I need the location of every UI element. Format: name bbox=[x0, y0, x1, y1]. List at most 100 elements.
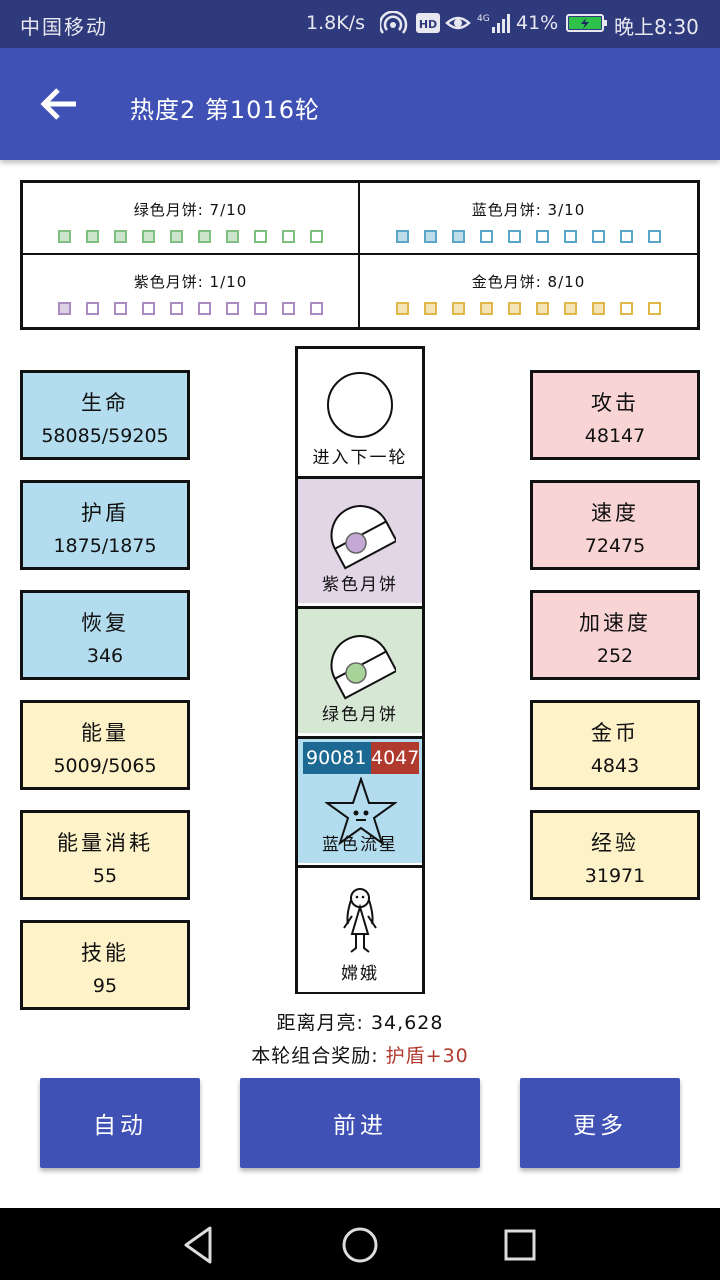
progress-square-empty bbox=[86, 302, 99, 315]
reward-label: 本轮组合奖励: bbox=[251, 1045, 386, 1067]
stat-coins: 金币 4843 bbox=[530, 700, 700, 790]
purple-mooncake-label: 紫色月饼: 1/10 bbox=[133, 273, 248, 291]
stat-coins-value: 4843 bbox=[590, 755, 640, 777]
stat-energy-value: 5009/5065 bbox=[53, 755, 157, 777]
stat-acceleration-value: 252 bbox=[596, 645, 634, 667]
progress-square-filled bbox=[114, 230, 127, 243]
progress-square-filled bbox=[58, 230, 71, 243]
nav-back-icon[interactable] bbox=[178, 1224, 220, 1266]
green-mooncake-label: 绿色月饼: 7/10 bbox=[133, 201, 248, 219]
progress-square-empty bbox=[254, 302, 267, 315]
progress-square-empty bbox=[282, 302, 295, 315]
progress-square-empty bbox=[114, 302, 127, 315]
stat-attack-name: 攻击 bbox=[591, 391, 639, 415]
stat-recovery-value: 346 bbox=[86, 645, 124, 667]
gold-mooncake-dots bbox=[360, 302, 697, 315]
forward-button[interactable]: 前进 bbox=[240, 1078, 480, 1168]
stat-acceleration: 加速度 252 bbox=[530, 590, 700, 680]
gold-mooncake-progress: 金色月饼: 8/10 bbox=[360, 255, 697, 327]
blue-meteor-label: 蓝色流星 bbox=[322, 835, 398, 855]
meteor-star-icon bbox=[325, 777, 397, 846]
stat-life: 生命 58085/59205 bbox=[20, 370, 190, 460]
hotspot-icon bbox=[380, 11, 408, 34]
progress-square-empty bbox=[226, 302, 239, 315]
signal-icon: 4G bbox=[477, 14, 510, 33]
stat-skill-value: 95 bbox=[92, 975, 118, 997]
progress-square-empty bbox=[480, 230, 493, 243]
battery-percent: 41% bbox=[516, 12, 559, 34]
progress-square-empty bbox=[564, 230, 577, 243]
progress-square-filled bbox=[170, 230, 183, 243]
nav-recents-icon[interactable] bbox=[499, 1224, 541, 1266]
purple-mooncake-dots bbox=[23, 302, 358, 315]
progress-square-filled bbox=[58, 302, 71, 315]
network-speed: 1.8K/s bbox=[306, 12, 365, 34]
green-mooncake-cell[interactable]: 绿色月饼 bbox=[298, 606, 422, 733]
blue-mooncake-label: 蓝色月饼: 3/10 bbox=[471, 201, 586, 219]
moon-circle-icon bbox=[327, 372, 393, 438]
hd-icon: HD bbox=[416, 13, 440, 33]
game-track-column: 进入下一轮 紫色月饼 绿色月饼 90081 4047 bbox=[295, 346, 425, 994]
player-cell: 嫦娥 bbox=[298, 865, 422, 992]
clock: 晚上8:30 bbox=[614, 15, 699, 39]
change-figure-icon bbox=[343, 888, 377, 953]
distance-to-moon: 距离月亮: 34,628 bbox=[276, 1012, 444, 1034]
progress-square-filled bbox=[424, 230, 437, 243]
auto-button[interactable]: 自动 bbox=[40, 1078, 200, 1168]
stat-shield-value: 1875/1875 bbox=[53, 535, 157, 557]
progress-square-filled bbox=[142, 230, 155, 243]
stat-shield: 护盾 1875/1875 bbox=[20, 480, 190, 570]
progress-square-empty bbox=[142, 302, 155, 315]
more-button[interactable]: 更多 bbox=[520, 1078, 680, 1168]
stat-recovery-name: 恢复 bbox=[81, 611, 129, 635]
progress-square-filled bbox=[536, 302, 549, 315]
progress-square-filled bbox=[396, 230, 409, 243]
progress-square-filled bbox=[226, 230, 239, 243]
stat-life-name: 生命 bbox=[81, 391, 129, 415]
stat-energy-cost-value: 55 bbox=[92, 865, 118, 887]
green-mooncake-progress: 绿色月饼: 7/10 bbox=[23, 183, 360, 255]
next-round-label: 进入下一轮 bbox=[312, 448, 408, 468]
progress-square-empty bbox=[198, 302, 211, 315]
mooncake-progress-grid: 绿色月饼: 7/10 蓝色月饼: 3/10 紫色月饼: 1/10 金色月饼: 8… bbox=[20, 180, 700, 330]
stat-energy-cost-name: 能量消耗 bbox=[57, 831, 153, 855]
progress-square-empty bbox=[282, 230, 295, 243]
stat-skill: 技能 95 bbox=[20, 920, 190, 1010]
progress-square-empty bbox=[170, 302, 183, 315]
nav-home-icon[interactable] bbox=[339, 1224, 381, 1266]
progress-square-filled bbox=[480, 302, 493, 315]
meteor-hp-bar: 90081 bbox=[303, 742, 371, 774]
progress-square-filled bbox=[86, 230, 99, 243]
app-bar: 热度2 第1016轮 bbox=[0, 48, 720, 160]
meteor-damage-bar: 4047 bbox=[371, 742, 419, 774]
progress-square-empty bbox=[648, 230, 661, 243]
green-mooncake-icon bbox=[330, 635, 396, 700]
progress-square-empty bbox=[536, 230, 549, 243]
stat-coins-name: 金币 bbox=[591, 721, 639, 745]
progress-square-filled bbox=[452, 302, 465, 315]
progress-square-filled bbox=[424, 302, 437, 315]
stat-energy-cost: 能量消耗 55 bbox=[20, 810, 190, 900]
svg-text:HD: HD bbox=[419, 18, 437, 31]
stat-energy: 能量 5009/5065 bbox=[20, 700, 190, 790]
progress-square-filled bbox=[564, 302, 577, 315]
next-round-cell[interactable]: 进入下一轮 bbox=[298, 349, 422, 476]
progress-square-empty bbox=[310, 302, 323, 315]
green-mooncake-cell-label: 绿色月饼 bbox=[322, 705, 398, 725]
stat-acceleration-name: 加速度 bbox=[579, 611, 651, 635]
back-arrow-icon[interactable] bbox=[36, 84, 84, 124]
progress-square-empty bbox=[508, 230, 521, 243]
player-label: 嫦娥 bbox=[341, 964, 379, 984]
progress-square-filled bbox=[396, 302, 409, 315]
progress-square-filled bbox=[508, 302, 521, 315]
blue-meteor-cell[interactable]: 90081 4047 蓝色流星 bbox=[298, 736, 422, 863]
gold-mooncake-label: 金色月饼: 8/10 bbox=[471, 273, 586, 291]
progress-square-empty bbox=[592, 230, 605, 243]
stat-experience: 经验 31971 bbox=[530, 810, 700, 900]
purple-mooncake-cell[interactable]: 紫色月饼 bbox=[298, 476, 422, 603]
reward-value: 护盾+30 bbox=[385, 1045, 469, 1067]
stat-speed: 速度 72475 bbox=[530, 480, 700, 570]
page-title: 热度2 第1016轮 bbox=[130, 96, 320, 124]
stat-recovery: 恢复 346 bbox=[20, 590, 190, 680]
progress-square-filled bbox=[592, 302, 605, 315]
